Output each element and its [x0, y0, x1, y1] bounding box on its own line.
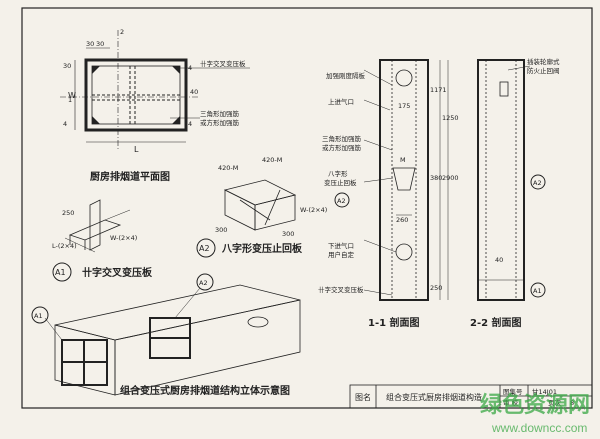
s1-label-tri-rib: 三角形加强筋 — [322, 134, 362, 143]
a1-circle — [52, 262, 72, 282]
iso-a1-circle — [31, 306, 49, 324]
section2-drawing — [477, 59, 531, 301]
iso-drawing — [44, 284, 301, 396]
s1-label-eight-plate: 八字形 — [328, 169, 348, 178]
s2-a1-circle — [530, 282, 546, 298]
title-name-label: 图名 — [355, 392, 371, 402]
plan-dim-top-b: 30 — [96, 40, 104, 48]
s1-caption: 1-1 剖面图 — [368, 316, 420, 329]
plan-dim-left-a: 30 — [63, 62, 71, 70]
s2-label-fire-valve2: 插装轮廓式 — [527, 57, 560, 66]
a2-dim-d2: 420-M — [262, 156, 282, 164]
plan-dim-left-b: 4 — [63, 120, 67, 128]
plan-dim-width: L — [134, 145, 139, 154]
frame-border — [21, 7, 593, 409]
a1-dim-d3: W-(2×4) — [110, 234, 137, 242]
title-page: 8 — [570, 399, 574, 407]
plan-title: 厨房排烟道平面图 — [90, 170, 170, 183]
a2-dim-d4: 300 — [282, 230, 294, 238]
s1-dim-d2: 175 — [398, 102, 410, 110]
s1-a2-circle — [334, 192, 350, 208]
title-set-label: 图集号 — [503, 387, 523, 396]
s2-dim-d1: 40 — [495, 256, 503, 264]
plan-label-tri-rib: 三角形加强筋 — [200, 109, 240, 118]
s1-dim-d3: 1250 — [442, 114, 459, 122]
a2-circle-label: A2 — [199, 244, 210, 253]
iso-caption: 组合变压式厨房排烟道结构立体示意图 — [120, 384, 290, 397]
title-extra: 审 校 — [503, 398, 519, 407]
title-set: 甘14J01 — [532, 387, 557, 396]
iso-a2-label: A2 — [199, 279, 208, 287]
s1-dim-d5: 2900 — [442, 174, 459, 182]
a2-circle — [196, 238, 216, 258]
s1-label-sq-rib: 或方形加强筋 — [322, 143, 362, 152]
s1-dim-d1: 1171 — [430, 86, 447, 94]
plan-section-mark: 2 — [120, 28, 124, 36]
plan-dim-side-a: 4 — [188, 64, 192, 72]
plan-label-cross-plate: 卄字交叉变压板 — [200, 59, 246, 68]
a1-dim-d1: 250 — [62, 209, 74, 217]
watermark-brand: 绿色资源网 — [480, 392, 590, 417]
plan-dim-top-a: 30 — [86, 40, 94, 48]
s2-caption: 2-2 剖面图 — [470, 316, 522, 329]
iso-a2-circle — [196, 273, 214, 291]
title-name: 组合变压式厨房排烟道构造 — [386, 392, 482, 402]
title-page-label: 页次 — [548, 398, 562, 407]
s1-label-cross-plate: 卄字交叉变压板 — [318, 285, 364, 294]
plan-label-sq-rib: 或方形加强筋 — [200, 118, 240, 127]
detail-a1-drawing — [64, 199, 131, 253]
iso-a1-label: A1 — [34, 312, 43, 320]
s2-a1-label: A1 — [533, 287, 542, 295]
plan-view — [60, 30, 250, 150]
s2-a2-circle — [530, 174, 546, 190]
s1-label-insulation: 加强刚度隔板 — [326, 71, 366, 80]
plan-dim-side-b: 40 — [190, 88, 198, 96]
s1-label-eight-plate2: 变压止回板 — [324, 178, 357, 187]
detail-a2-drawing — [223, 179, 297, 231]
a2-dim-d5: W-(2×4) — [300, 206, 327, 214]
section1-drawing — [363, 59, 449, 301]
s2-label-fire-valve: 防火止回阀 — [527, 66, 560, 75]
a1-dim-d2: L-(2×4) — [52, 242, 77, 250]
s1-dim-d7: 250 — [430, 284, 442, 292]
a1-caption: 卄字交叉变压板 — [82, 266, 153, 279]
s1-label-lower-inlet: 下进气口 — [328, 241, 354, 250]
plan-dim-depth: W — [68, 91, 76, 100]
s1-dim-d4: 380 — [430, 174, 442, 182]
a2-dim-d1: 420-M — [218, 164, 238, 172]
title-block — [349, 384, 593, 409]
plan-dim-side-c: 4 — [188, 120, 192, 128]
a1-circle-label: A1 — [55, 268, 66, 277]
s1-a2-label: A2 — [337, 197, 346, 205]
plan-section-mark-1: 1 — [68, 96, 72, 104]
a2-caption: 八字形变压止回板 — [221, 242, 303, 255]
a2-dim-d3: 300 — [215, 226, 227, 234]
s1-dim-m: M — [400, 156, 406, 164]
s1-dim-d6: 260 — [396, 216, 408, 224]
s2-a2-label: A2 — [533, 179, 542, 187]
s1-label-upper-inlet: 上进气口 — [328, 97, 354, 106]
s1-label-user-made: 用户自定 — [328, 250, 355, 259]
watermark-url: www.downcc.com — [491, 421, 587, 435]
